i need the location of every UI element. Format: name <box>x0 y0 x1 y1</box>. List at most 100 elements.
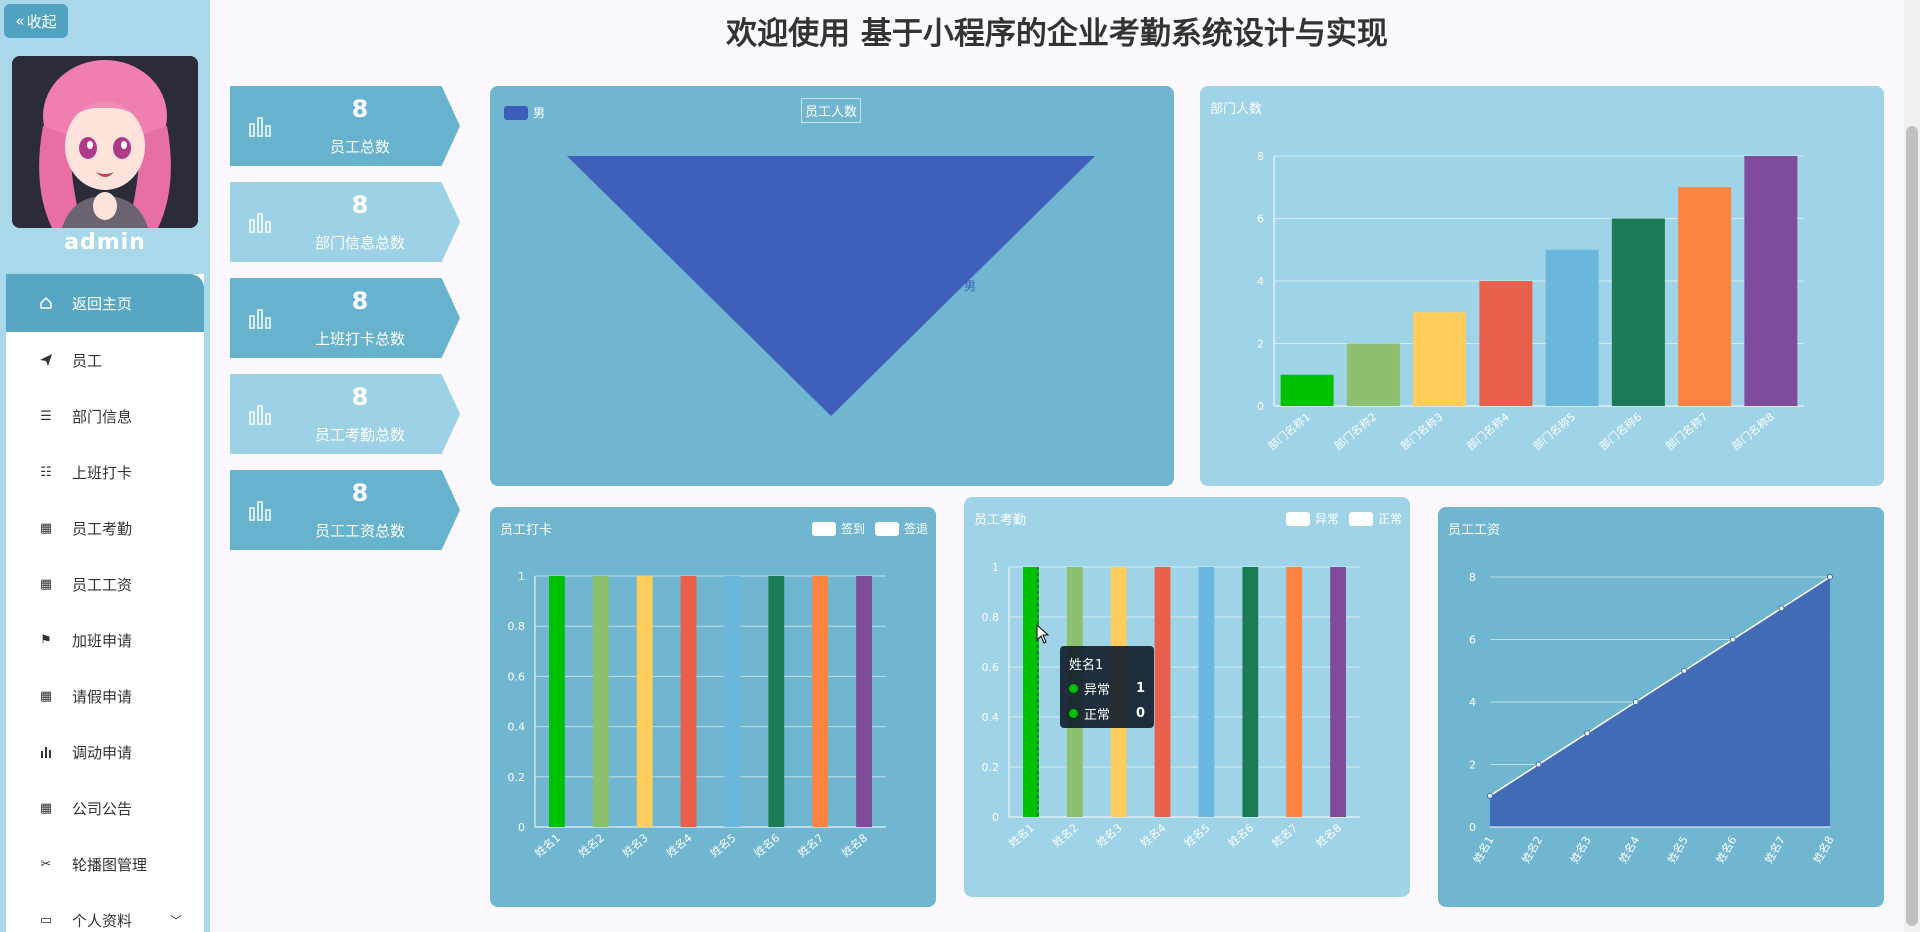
x-tick-label: 姓名8 <box>1313 821 1344 850</box>
chevron-down-icon: ﹀ <box>169 913 182 928</box>
scrollbar-thumb[interactable] <box>1906 126 1918 926</box>
chart-legend[interactable]: 签到 签退 <box>811 520 928 537</box>
x-tick-label: 部门名称1 <box>1265 410 1313 454</box>
sidebar-item-overtime[interactable]: ⚑ 加班申请 <box>6 612 204 668</box>
sidebar-item-home[interactable]: 返回主页 <box>6 274 204 332</box>
legend-label: 异常 <box>1314 512 1339 526</box>
chart-title: 员工考勤 <box>974 513 1027 528</box>
x-tick-label: 姓名3 <box>1567 834 1594 866</box>
sidebar-item-employee[interactable]: 员工 <box>6 332 204 388</box>
y-tick-label: 0.4 <box>982 711 1000 724</box>
legend-swatch <box>1285 511 1310 526</box>
stat-label: 员工考勤总数 <box>314 426 405 444</box>
data-point <box>1535 761 1542 768</box>
legend-swatch <box>1348 511 1373 526</box>
grid-icon: ▦ <box>39 800 53 816</box>
x-tick-label: 姓名7 <box>795 831 826 860</box>
sidebar-item-department[interactable]: ☰ 部门信息 <box>6 388 204 444</box>
x-tick-label: 姓名5 <box>707 831 738 860</box>
sidebar-item-label: 请假申请 <box>72 687 133 706</box>
bar <box>812 576 829 827</box>
bar <box>636 576 653 827</box>
stat-card-clock-in[interactable]: 8 上班打卡总数 <box>230 278 460 358</box>
sidebar-item-leave[interactable]: ▦ 请假申请 <box>6 668 204 724</box>
tooltip-name: 正常 <box>1084 708 1111 723</box>
bar <box>1611 218 1665 406</box>
y-tick-label: 4 <box>1257 275 1264 288</box>
sidebar-item-salary[interactable]: ▦ 员工工资 <box>6 556 204 612</box>
page-title: 欢迎使用 基于小程序的企业考勤系统设计与实现 <box>726 16 1388 52</box>
lines-icon: ☰ <box>40 408 52 424</box>
x-tick-label: 姓名4 <box>1137 821 1168 850</box>
y-tick-label: 0.2 <box>982 761 1000 774</box>
chart-title: 部门人数 <box>1210 102 1263 117</box>
tooltip-dot <box>1069 709 1078 718</box>
bar <box>1330 567 1346 817</box>
y-tick-label: 2 <box>1469 759 1476 772</box>
sidebar-item-profile[interactable]: ▭ 个人资料 ﹀ <box>6 892 204 932</box>
bar <box>1479 281 1533 406</box>
x-tick-label: 姓名2 <box>576 831 607 860</box>
bar <box>1023 567 1039 817</box>
tooltip-value: 1 <box>1135 681 1145 696</box>
grid-icon: ▦ <box>39 520 53 536</box>
legend-swatch <box>811 521 836 536</box>
x-tick-label: 姓名2 <box>1519 834 1546 866</box>
x-tick-label: 姓名7 <box>1269 821 1300 850</box>
stat-card-salary[interactable]: 8 员工工资总数 <box>230 470 460 550</box>
x-tick-label: 姓名3 <box>619 831 650 860</box>
bar <box>1280 374 1334 406</box>
x-tick-label: 姓名1 <box>1006 821 1037 850</box>
sidebar-item-label: 轮播图管理 <box>72 855 148 874</box>
data-point <box>1681 667 1688 674</box>
chart-panel-employee-count: 男 员工人数 男 <box>490 86 1174 486</box>
sidebar-item-clock-in[interactable]: ☷ 上班打卡 <box>6 444 204 500</box>
collapse-button[interactable]: « 收起 <box>4 4 68 38</box>
y-tick-label: 1 <box>518 570 525 583</box>
x-tick-label: 姓名4 <box>1616 834 1643 866</box>
y-tick-label: 2 <box>1257 338 1264 351</box>
sidebar-item-label: 调动申请 <box>72 743 133 762</box>
sidebar-item-notice[interactable]: ▦ 公司公告 <box>6 780 204 836</box>
x-tick-label: 部门名称4 <box>1464 410 1512 454</box>
y-tick-label: 0.4 <box>508 721 526 734</box>
bar <box>1413 312 1467 406</box>
tooltip-value: 0 <box>1135 706 1145 721</box>
sidebar-item-carousel[interactable]: ✂ 轮播图管理 <box>6 836 204 892</box>
bar-chart-icon <box>38 746 54 758</box>
funnel-label: 男 <box>964 279 976 293</box>
stat-card-departments[interactable]: 8 部门信息总数 <box>230 182 460 262</box>
card-icon: ▭ <box>39 912 53 928</box>
stat-card-attendance[interactable]: 8 员工考勤总数 <box>230 374 460 454</box>
page-scrollbar[interactable] <box>1904 0 1920 932</box>
y-tick-label: 8 <box>1257 150 1264 163</box>
tooltip-dot <box>1069 684 1078 693</box>
sidebar-item-transfer[interactable]: 调动申请 <box>6 724 204 780</box>
bar <box>1286 567 1303 817</box>
x-tick-label: 姓名8 <box>1810 834 1837 866</box>
x-tick-label: 姓名7 <box>1761 834 1788 866</box>
stat-label: 员工总数 <box>329 138 390 156</box>
sidebar-item-attendance[interactable]: ▦ 员工考勤 <box>6 500 204 556</box>
double-chevron-left-icon: « <box>15 12 25 30</box>
chart-legend[interactable]: 男 <box>504 104 545 121</box>
bar <box>856 576 872 827</box>
send-icon <box>38 353 54 367</box>
chart-legend[interactable]: 异常 正常 <box>1285 510 1402 527</box>
list-icon: ☷ <box>40 464 52 480</box>
sidebar-item-label: 员工考勤 <box>72 519 133 538</box>
username: admin <box>64 230 146 255</box>
x-tick-label: 姓名1 <box>1470 834 1497 866</box>
stat-card-employees[interactable]: 8 员工总数 <box>230 86 460 166</box>
area-fill <box>1490 577 1830 827</box>
bar-chart-icon <box>248 402 272 430</box>
data-point <box>1729 636 1736 643</box>
legend-swatch <box>874 521 899 536</box>
x-tick-label: 姓名8 <box>839 831 870 860</box>
bar <box>1346 343 1400 406</box>
legend-label: 男 <box>533 106 546 120</box>
stat-value: 8 <box>351 287 369 315</box>
